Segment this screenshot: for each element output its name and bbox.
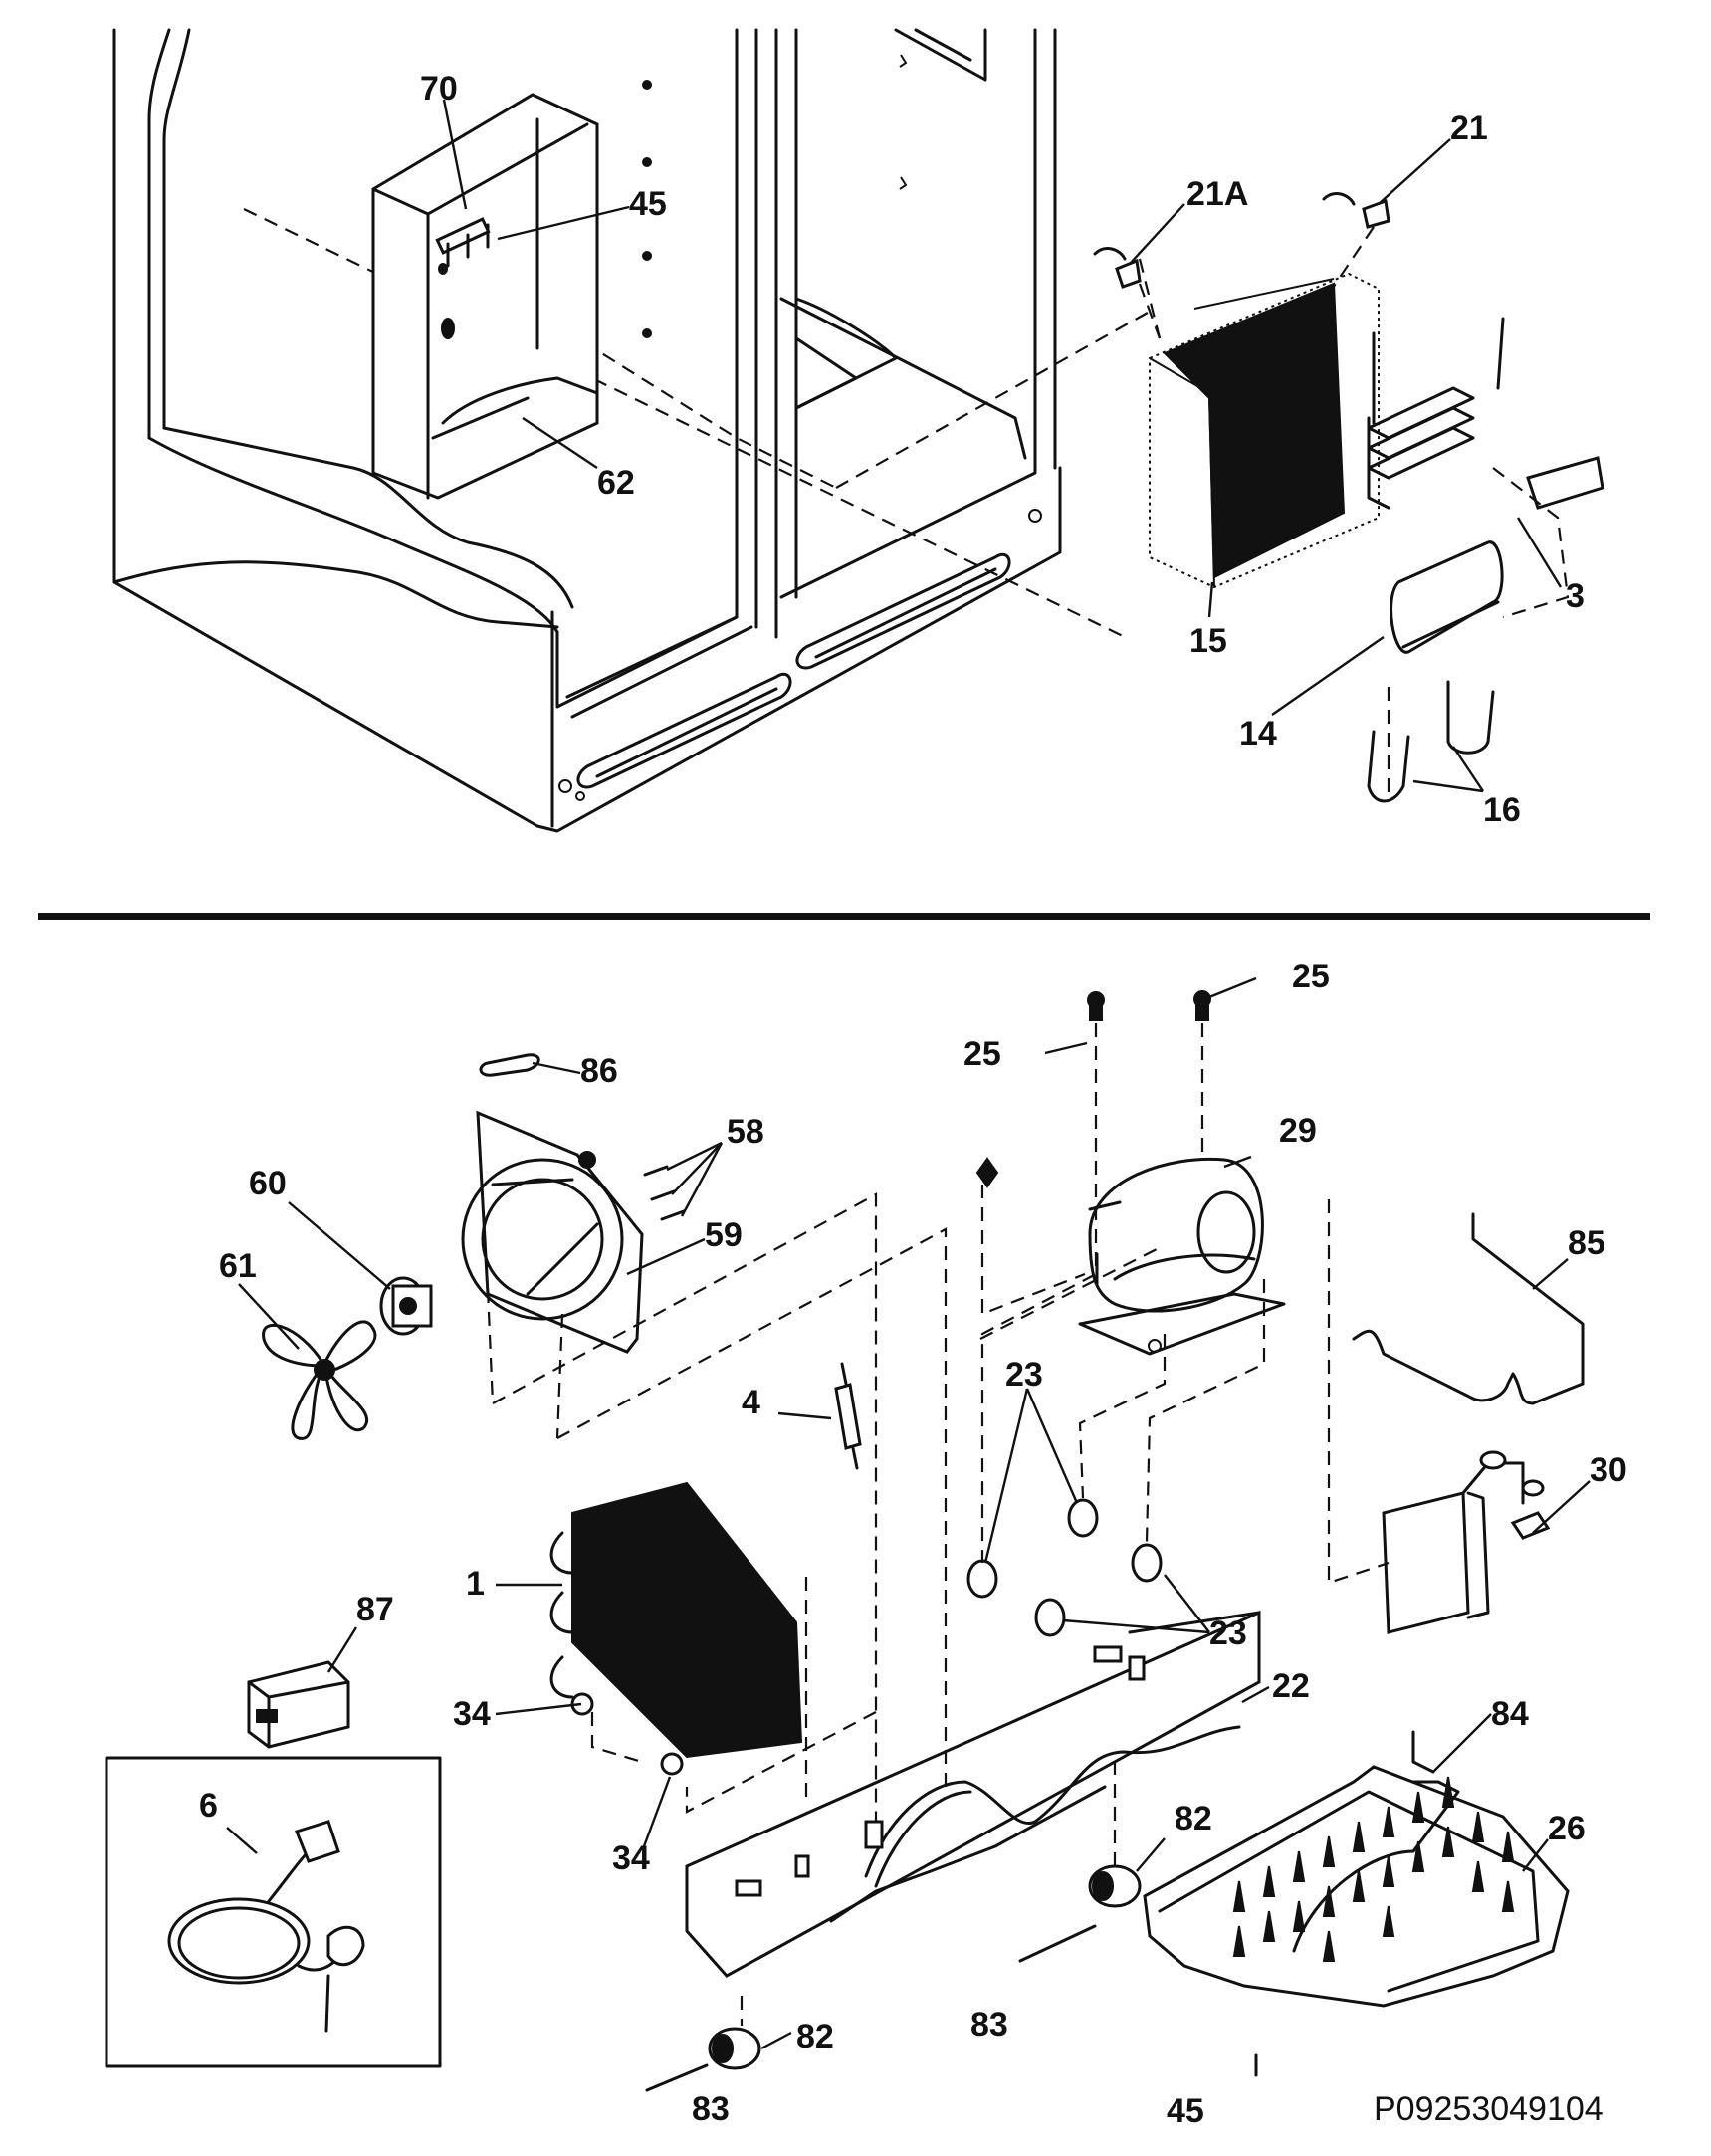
label-86: 86	[580, 1052, 618, 1090]
label-6: 6	[199, 1787, 218, 1825]
label-34-lower: 34	[612, 1839, 650, 1877]
label-82-right: 82	[1175, 1800, 1212, 1837]
cabinet-interior-view	[112, 28, 1162, 833]
label-23-upper: 23	[1005, 1356, 1043, 1394]
label-58: 58	[727, 1113, 764, 1151]
fan-motor-part-60	[379, 1276, 433, 1336]
label-34-upper: 34	[453, 1695, 491, 1733]
capacitor-part-87	[247, 1660, 350, 1749]
ice-container-part-62	[371, 93, 599, 500]
label-30: 30	[1590, 1451, 1627, 1489]
label-21a: 21A	[1186, 175, 1248, 213]
lower-part-labels: 86 58 59 60 61 25 25 29 85 4 23 30 1 23 …	[199, 958, 1627, 2130]
fan-shroud-part-59	[461, 1053, 686, 1354]
condenser-part-1	[549, 1481, 803, 1776]
evaporator-part-15	[1149, 272, 1380, 589]
label-21: 21	[1450, 109, 1488, 147]
label-62: 62	[597, 464, 635, 502]
label-85: 85	[1568, 1224, 1605, 1262]
label-82-left: 82	[796, 2018, 834, 2055]
fan-blade-part-61	[262, 1320, 377, 1440]
label-84: 84	[1491, 1695, 1529, 1733]
label-26: 26	[1548, 1810, 1586, 1847]
label-15: 15	[1189, 622, 1227, 660]
label-83-right: 83	[970, 2006, 1008, 2044]
label-16: 16	[1483, 791, 1521, 829]
label-61: 61	[219, 1247, 257, 1285]
inset-box-power-cord	[105, 1756, 442, 2068]
document-code: P09253049104	[1374, 2090, 1604, 2128]
label-83-left: 83	[692, 2090, 730, 2128]
compressor-part-29	[979, 1157, 1286, 1356]
defrost-heater-assembly	[1093, 192, 1604, 803]
grommets-bolts	[966, 990, 1211, 1637]
feet-and-screws	[645, 1864, 1258, 2092]
upper-leader-lines	[442, 99, 1563, 793]
label-60: 60	[249, 1165, 287, 1202]
label-87: 87	[356, 1591, 394, 1628]
label-45-upper: 45	[629, 185, 667, 223]
label-70: 70	[420, 70, 458, 108]
upper-part-labels: 70 45 62 21A 21 15 3 14 16	[420, 70, 1585, 829]
label-3: 3	[1566, 577, 1585, 615]
label-22: 22	[1272, 1667, 1310, 1705]
divider-holes	[558, 54, 1042, 801]
label-4: 4	[742, 1384, 760, 1421]
label-14: 14	[1239, 715, 1277, 753]
drain-pan-ribs	[1232, 1776, 1515, 1962]
base-plate-part-22	[685, 1610, 1261, 1978]
label-25-left: 25	[963, 1035, 1001, 1073]
lower-leader-lines	[226, 976, 1591, 2050]
label-29: 29	[1279, 1112, 1317, 1150]
label-59: 59	[705, 1216, 743, 1254]
label-1: 1	[466, 1565, 485, 1603]
label-45-lower: 45	[1167, 2092, 1204, 2130]
section-divider-line	[38, 913, 1650, 920]
relay-part-30	[1382, 1450, 1551, 1634]
wire-part-85	[1352, 1212, 1585, 1405]
lower-guide-lines	[486, 1023, 1390, 2026]
label-25-right: 25	[1292, 958, 1330, 995]
label-23-lower: 23	[1209, 1615, 1247, 1652]
drain-pan-part-26	[1143, 1730, 1570, 2008]
drier-part-4	[834, 1362, 862, 1470]
